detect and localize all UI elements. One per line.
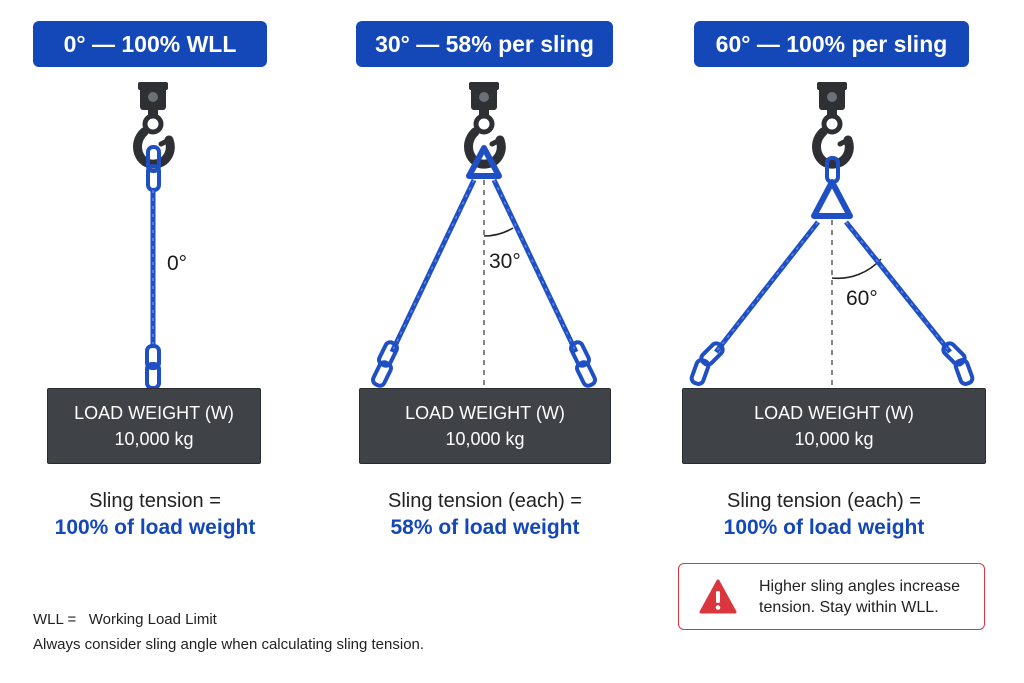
master-link	[466, 145, 502, 179]
crane-hook-icon	[138, 82, 171, 164]
tension-caption: Sling tension = 100% of load weight	[30, 488, 280, 542]
tension-caption-line2: 58% of load weight	[390, 516, 580, 539]
left-sling	[689, 220, 820, 386]
load-weight-box: LOAD WEIGHT (W) 10,000 kg	[47, 388, 261, 464]
panel-2-graphic	[371, 82, 597, 388]
load-label: LOAD WEIGHT (W)	[754, 403, 914, 423]
load-label: LOAD WEIGHT (W)	[405, 403, 565, 423]
load-weight-box: LOAD WEIGHT (W) 10,000 kg	[359, 388, 611, 464]
wll-definition: WLL = Working Load Limit	[33, 611, 217, 628]
load-value: 10,000 kg	[114, 429, 194, 449]
angle-arc	[831, 258, 882, 280]
crane-hook-icon	[817, 82, 850, 164]
right-sling	[844, 220, 975, 386]
tension-caption: Sling tension (each) = 58% of load weigh…	[360, 488, 610, 542]
panel-1-graphic	[138, 82, 171, 390]
tension-caption-line1: Sling tension =	[89, 490, 221, 512]
panel-title: 0° — 100% WLL	[33, 21, 267, 67]
master-link	[811, 179, 853, 219]
warning-text-line1: Higher sling angles increase	[759, 577, 960, 595]
panel-title: 30° — 58% per sling	[356, 21, 613, 67]
angle-label: 60°	[846, 287, 878, 310]
tension-caption-line2: 100% of load weight	[723, 516, 925, 539]
load-weight-box: LOAD WEIGHT (W) 10,000 kg	[682, 388, 986, 464]
load-value: 10,000 kg	[794, 429, 874, 449]
tension-caption: Sling tension (each) = 100% of load weig…	[699, 488, 949, 542]
angle-label: 30°	[489, 250, 521, 273]
load-label: LOAD WEIGHT (W)	[74, 403, 234, 423]
tension-caption-line2: 100% of load weight	[54, 516, 256, 539]
angle-label: 0°	[167, 252, 188, 275]
vertical-sling	[145, 145, 161, 390]
right-sling	[491, 178, 597, 388]
panel-3-graphic	[689, 82, 975, 388]
tension-caption-line1: Sling tension (each) =	[387, 490, 582, 512]
tension-caption-line1: Sling tension (each) =	[726, 490, 921, 512]
warning-note: Higher sling angles increase tension. St…	[678, 563, 985, 630]
angle-arc	[483, 227, 514, 237]
left-sling	[371, 178, 477, 388]
panel-title: 60° — 100% per sling	[694, 21, 969, 67]
load-value: 10,000 kg	[445, 429, 525, 449]
warning-text: Higher sling angles increase tension. St…	[759, 576, 960, 618]
warning-text-line2: tension. Stay within WLL.	[759, 598, 939, 616]
warning-triangle-icon	[699, 579, 737, 613]
sling-angle-note: Always consider sling angle when calcula…	[33, 636, 425, 653]
